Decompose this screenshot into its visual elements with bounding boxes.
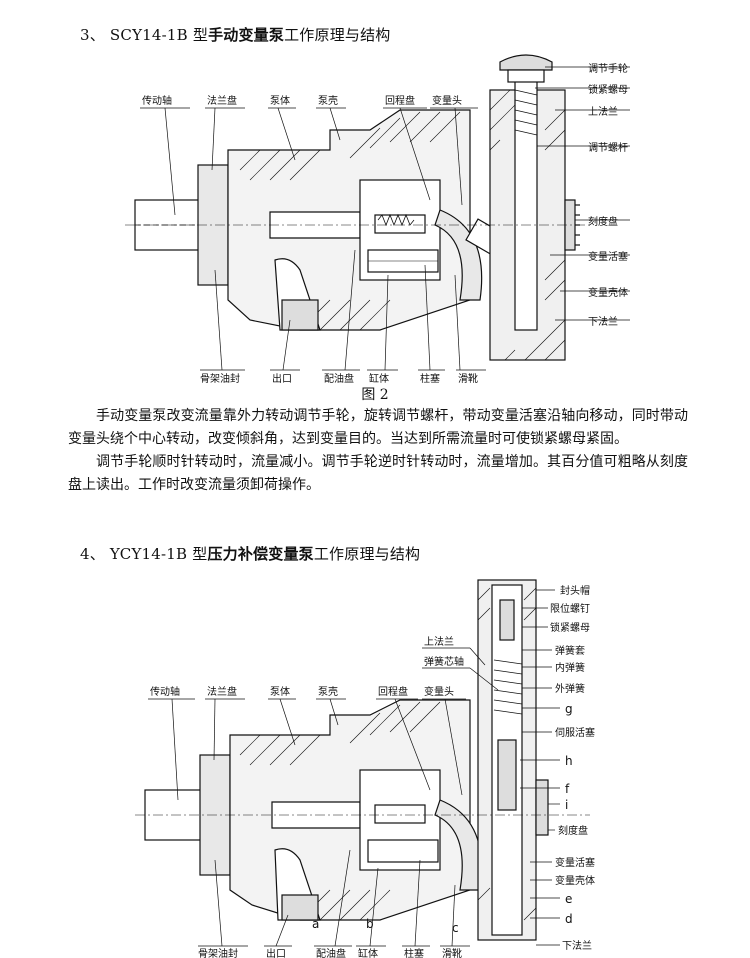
label-spring-mandrel: 弹簧芯轴 (424, 655, 464, 668)
label-plunger: 柱塞 (404, 947, 424, 958)
label-end-cap: 封头帽 (560, 584, 590, 597)
section4-heading: 4、 YCY14-1B 型压力补偿变量泵工作原理与结构 (80, 543, 420, 564)
label-h: h (565, 754, 573, 768)
label-pump-shell: 泵壳 (318, 94, 338, 107)
label-variable-piston: 变量活塞 (555, 856, 595, 869)
label-return-plate: 回程盘 (385, 94, 415, 107)
label-i: i (565, 798, 568, 812)
label-return-plate: 回程盘 (378, 685, 408, 698)
label-cylinder: 缸体 (369, 372, 389, 385)
label-adjust-screw: 调节螺杆 (588, 142, 628, 154)
heading-model: SCY14-1B (109, 26, 188, 44)
label-valve-plate: 配油盘 (324, 372, 354, 385)
paragraph-1: 手动变量泵改变流量靠外力转动调节手轮，旋转调节螺杆，带动变量活塞沿轴向移动，同时… (68, 408, 688, 447)
label-variable-head: 变量头 (432, 94, 462, 107)
label-g: g (565, 702, 573, 716)
label-e: e (565, 892, 572, 906)
label-limit-screw: 限位螺钉 (550, 602, 590, 615)
label-dial: 刻度盘 (558, 824, 588, 837)
heading-rest: 工作原理与结构 (284, 26, 391, 44)
heading-num: 4、 (80, 545, 105, 563)
label-valve-plate: 配油盘 (316, 947, 346, 958)
heading-rest: 工作原理与结构 (313, 545, 421, 563)
label-lock-nut: 锁紧螺母 (588, 83, 628, 96)
figure2-caption: 图 2 (361, 387, 389, 403)
label-upper-flange: 上法兰 (588, 105, 618, 118)
section3-text: 手动变量泵改变流量靠外力转动调节手轮，旋转调节螺杆，带动变量活塞沿轴向移动，同时… (68, 405, 688, 497)
label-variable-head: 变量头 (424, 685, 454, 698)
label-outer-spring: 外弹簧 (555, 682, 585, 695)
label-upper-flange: 上法兰 (424, 635, 454, 648)
section3-heading: 3、 SCY14-1B 型手动变量泵工作原理与结构 (80, 24, 391, 45)
figure3-labels: 传动轴 法兰盘 泵体 泵壳 回程盘 变量头 上法兰 弹簧芯轴 封头帽 限位螺钉 … (150, 584, 595, 958)
label-variable-piston: 变量活塞 (588, 250, 628, 263)
heading-num: 3、 (80, 26, 105, 44)
label-inner-spring: 内弹簧 (555, 661, 585, 674)
heading-bold: 压力补偿变量泵 (207, 545, 314, 563)
label-dial: 刻度盘 (588, 215, 618, 228)
label-lower-flange: 下法兰 (562, 939, 592, 952)
label-pump-body: 泵体 (270, 95, 290, 107)
paragraph-2: 调节手轮顺时针转动时，流量减小。调节手轮逆时针转动时，流量增加。其百分值可粗略从… (68, 454, 688, 493)
figure2-drawing (125, 54, 590, 361)
figure2-diagram: 传动轴 法兰盘 泵体 泵壳 回程盘 变量头 调节手轮 锁紧螺母 上法兰 调节螺杆… (125, 54, 630, 385)
label-handwheel: 调节手轮 (588, 62, 628, 75)
heading-bold: 手动变量泵 (208, 26, 285, 44)
label-oil-seal: 骨架油封 (198, 947, 238, 958)
label-d: d (565, 912, 573, 926)
label-drive-shaft: 传动轴 (142, 94, 172, 107)
label-cylinder: 缸体 (358, 947, 378, 958)
label-oil-seal: 骨架油封 (200, 372, 240, 385)
figure3-drawing (135, 579, 590, 941)
heading-type: 型 (192, 545, 208, 563)
label-f: f (565, 782, 570, 796)
label-spring-sleeve: 弹簧套 (555, 644, 585, 657)
label-lower-flange: 下法兰 (588, 315, 618, 328)
label-drive-shaft: 传动轴 (150, 685, 180, 698)
label-flange: 法兰盘 (207, 94, 237, 107)
label-pump-body: 泵体 (270, 686, 290, 698)
figure3-diagram: 传动轴 法兰盘 泵体 泵壳 回程盘 变量头 上法兰 弹簧芯轴 封头帽 限位螺钉 … (135, 579, 595, 958)
label-c: c (452, 921, 459, 935)
heading-model: YCY14-1B (109, 545, 188, 563)
figure2-leaders (140, 66, 630, 371)
label-outlet: 出口 (272, 372, 292, 385)
label-pump-shell: 泵壳 (318, 685, 338, 698)
label-outlet: 出口 (266, 947, 286, 958)
label-slipper: 滑靴 (442, 947, 462, 958)
label-servo-piston: 伺服活塞 (555, 726, 595, 739)
heading-type: 型 (192, 26, 209, 44)
label-plunger: 柱塞 (420, 372, 440, 385)
label-variable-housing: 变量壳体 (588, 286, 628, 299)
figure2-labels: 传动轴 法兰盘 泵体 泵壳 回程盘 变量头 调节手轮 锁紧螺母 上法兰 调节螺杆… (142, 62, 628, 385)
label-flange: 法兰盘 (207, 685, 237, 698)
label-slipper: 滑靴 (458, 372, 478, 385)
label-a: a (312, 917, 319, 931)
figure3-leaders (148, 589, 560, 947)
label-lock-nut: 锁紧螺母 (550, 621, 590, 634)
label-b: b (366, 917, 374, 931)
label-variable-housing: 变量壳体 (555, 874, 595, 887)
